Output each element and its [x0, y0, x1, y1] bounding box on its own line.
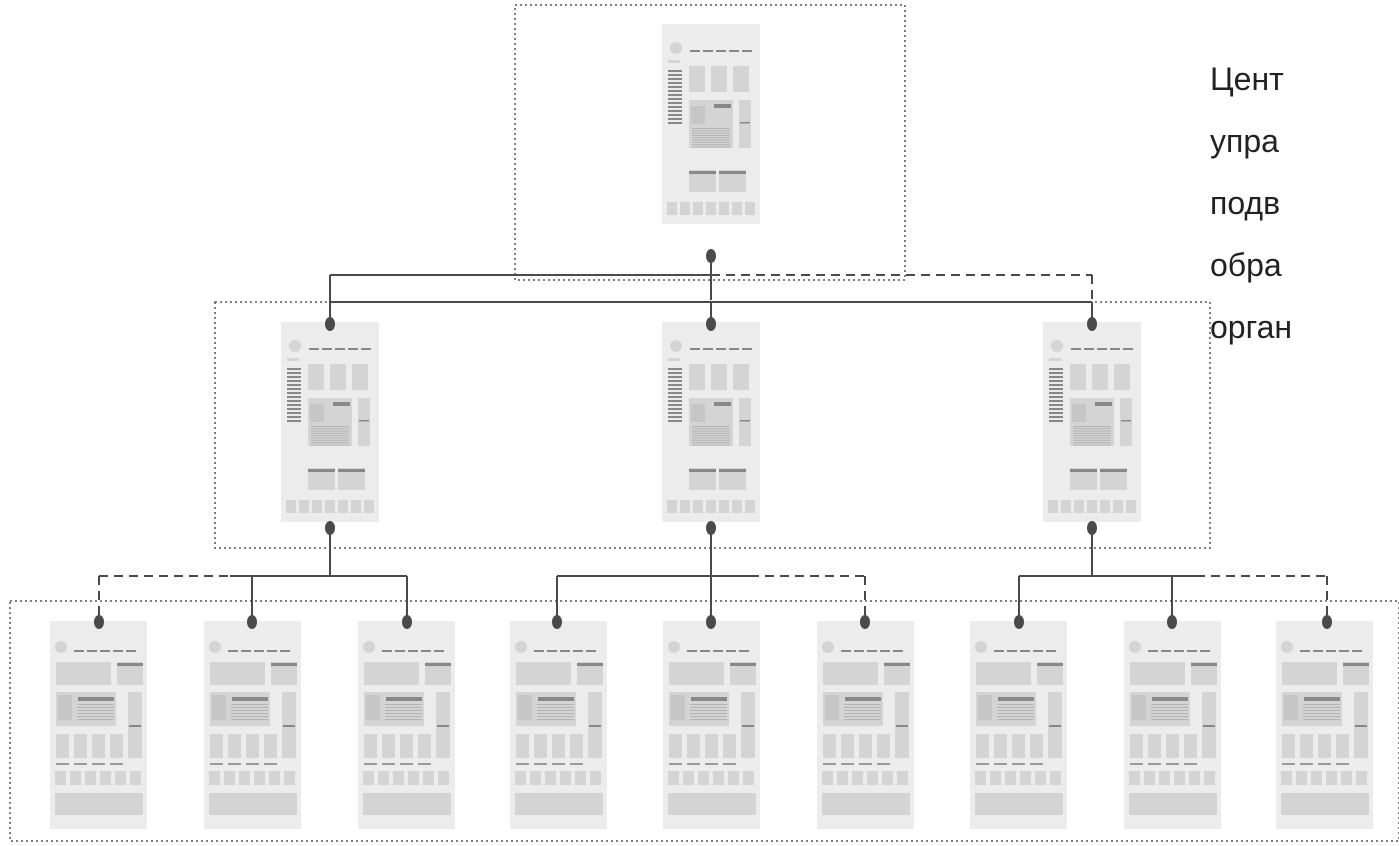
connector-node-icon [706, 521, 716, 535]
connector-node-icon [1087, 521, 1097, 535]
avatar-shape [670, 340, 682, 352]
connector-node-icon [325, 521, 335, 535]
page-wireframe-icon-level-3-6 [817, 621, 914, 829]
side-text-line-2: упра [1210, 123, 1279, 159]
page-wireframe-icon-level-3-7 [970, 621, 1067, 829]
page-wireframe-icon-level-2-b [662, 322, 760, 522]
connector-node-icon [706, 615, 716, 629]
connector-node-icon [1322, 615, 1332, 629]
connector-node-icon [402, 615, 412, 629]
connector-node-icon [706, 317, 716, 331]
connector-node-icon [860, 615, 870, 629]
avatar-shape [1129, 641, 1141, 653]
connector-node-icon [1167, 615, 1177, 629]
avatar-shape [363, 641, 375, 653]
page-wireframe-icon-level-3-1 [50, 621, 147, 829]
avatar-shape [670, 42, 682, 54]
side-text-line-4: обра [1210, 247, 1282, 283]
avatar-shape [822, 641, 834, 653]
page-wireframe-icon-level-3-9 [1276, 621, 1373, 829]
avatar-shape [289, 340, 301, 352]
page-wireframe-icon-level-2-c [1043, 322, 1141, 522]
side-text-line-1: Цент [1210, 61, 1284, 97]
avatar-shape [1281, 641, 1293, 653]
side-text-line-3: подв [1210, 185, 1281, 221]
page-wireframe-icon-level-3-4 [510, 621, 607, 829]
connector-node-icon [325, 317, 335, 331]
avatar-shape [1051, 340, 1063, 352]
side-text-line-5: орган [1210, 309, 1293, 345]
avatar-shape [668, 641, 680, 653]
avatar-shape [515, 641, 527, 653]
connector-node-icon [552, 615, 562, 629]
side-text: Цент упра подв обра орган [1210, 48, 1399, 358]
page-wireframe-icon-level-3-8 [1124, 621, 1221, 829]
page-wireframe-icon-level-2-a [281, 322, 379, 522]
avatar-shape [55, 641, 67, 653]
connector-node-icon [706, 249, 716, 263]
page-wireframe-icon-level-1 [662, 24, 760, 224]
avatar-shape [975, 641, 987, 653]
page-wireframe-icon-level-3-5 [663, 621, 760, 829]
page-wireframe-icon-level-3-2 [204, 621, 301, 829]
connector-node-icon [94, 615, 104, 629]
connector-node-icon [247, 615, 257, 629]
connector-node-icon [1087, 317, 1097, 331]
avatar-shape [209, 641, 221, 653]
page-wireframe-icon-level-3-3 [358, 621, 455, 829]
connector-node-icon [1014, 615, 1024, 629]
